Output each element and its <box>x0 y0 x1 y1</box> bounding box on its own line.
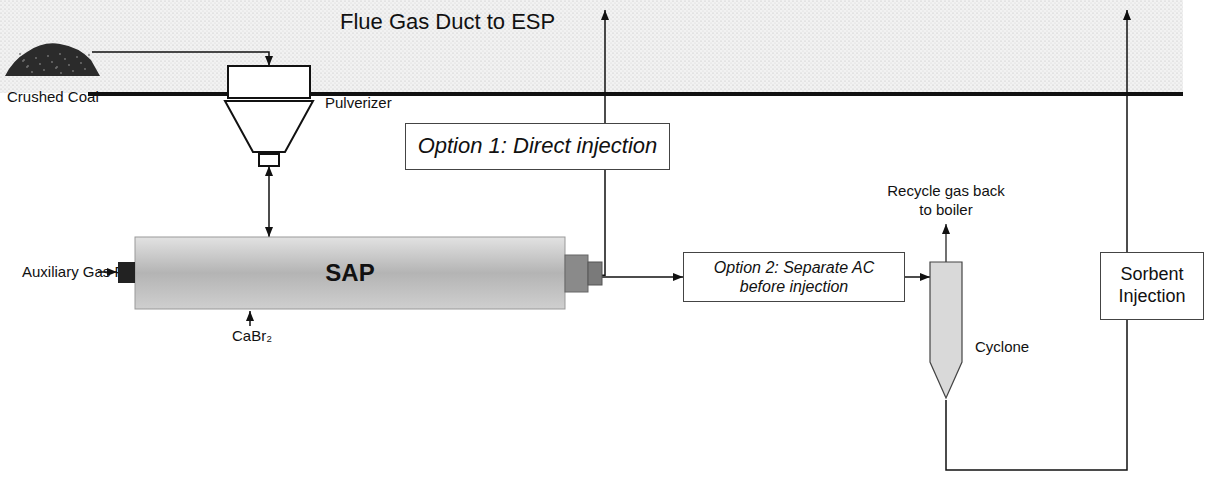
coal-speck <box>64 58 66 60</box>
flow-connector <box>946 320 1127 470</box>
flow-connector <box>604 10 606 123</box>
coal-speck <box>80 62 82 64</box>
shape-outline <box>225 66 313 166</box>
coal-speck <box>19 53 21 55</box>
process-box: Option 1: Direct injection <box>405 123 670 170</box>
additive-feed-arrow <box>249 311 251 326</box>
hopper-cone <box>225 101 313 152</box>
coal-speck <box>31 71 33 73</box>
box-label: Option 1: Direct injection <box>418 133 658 159</box>
coal-speck <box>59 53 61 55</box>
equipment-shape: Cyclone <box>930 262 962 400</box>
coal-speck <box>51 61 53 63</box>
equipment-label: Pulverizer <box>325 94 392 111</box>
outlet-flange <box>565 255 588 292</box>
process-box: Option 2: Separate AC before injection <box>683 252 905 302</box>
coal-speck <box>39 63 41 65</box>
flow-connector <box>1126 10 1128 252</box>
equipment-label: SAP <box>325 259 374 287</box>
process-box: Sorbent Injection <box>1100 252 1204 320</box>
flow-connector <box>905 276 930 278</box>
coal-speck <box>72 70 74 72</box>
equipment-label: Flue Gas Duct to ESP <box>340 9 555 35</box>
coal-speck <box>68 64 70 66</box>
coal-speck <box>47 55 49 57</box>
coal-speck <box>88 54 90 56</box>
coal-speck <box>84 68 86 70</box>
flow-connector <box>268 166 270 237</box>
equipment-label: Cyclone <box>975 338 1029 355</box>
sap-body <box>135 237 565 309</box>
shape-outline <box>0 0 1183 96</box>
flow-connector <box>602 276 683 278</box>
coal-speck <box>26 66 28 68</box>
shape-outline <box>930 262 962 400</box>
coal-pile <box>5 43 100 76</box>
equipment-shape: Pulverizer <box>225 66 313 166</box>
hopper-top <box>228 66 310 98</box>
coal-speck <box>23 59 25 61</box>
burner-cap <box>118 262 135 283</box>
box-label: Option 2: Separate AC before injection <box>710 258 878 296</box>
shape-outline <box>5 38 100 76</box>
recycle-gas-arrow <box>945 224 946 262</box>
coal-speck <box>22 60 24 62</box>
box-label: Sorbent Injection <box>1109 264 1195 307</box>
coal-speck <box>35 57 37 59</box>
equipment-shape: SAP <box>118 237 602 309</box>
coal-speck <box>55 67 57 69</box>
coal-speck <box>43 69 45 71</box>
coal-speck <box>60 72 62 74</box>
outlet-nozzle <box>588 262 602 285</box>
duct-band <box>0 0 1183 93</box>
coal-speck <box>76 56 78 58</box>
hopper-neck <box>259 154 279 166</box>
equipment-label: Crushed Coal <box>7 88 99 105</box>
stream-label: Recycle gas back to boiler <box>881 182 1011 220</box>
coal-speck <box>56 66 58 68</box>
equipment-shape: Flue Gas Duct to ESP <box>0 0 1183 96</box>
equipment-shape: Crushed Coal <box>5 38 100 76</box>
stream-label: CaBr₂ <box>232 327 272 344</box>
cyclone-body <box>930 262 962 398</box>
flow-connector <box>602 170 605 275</box>
coal-speck <box>27 65 29 67</box>
